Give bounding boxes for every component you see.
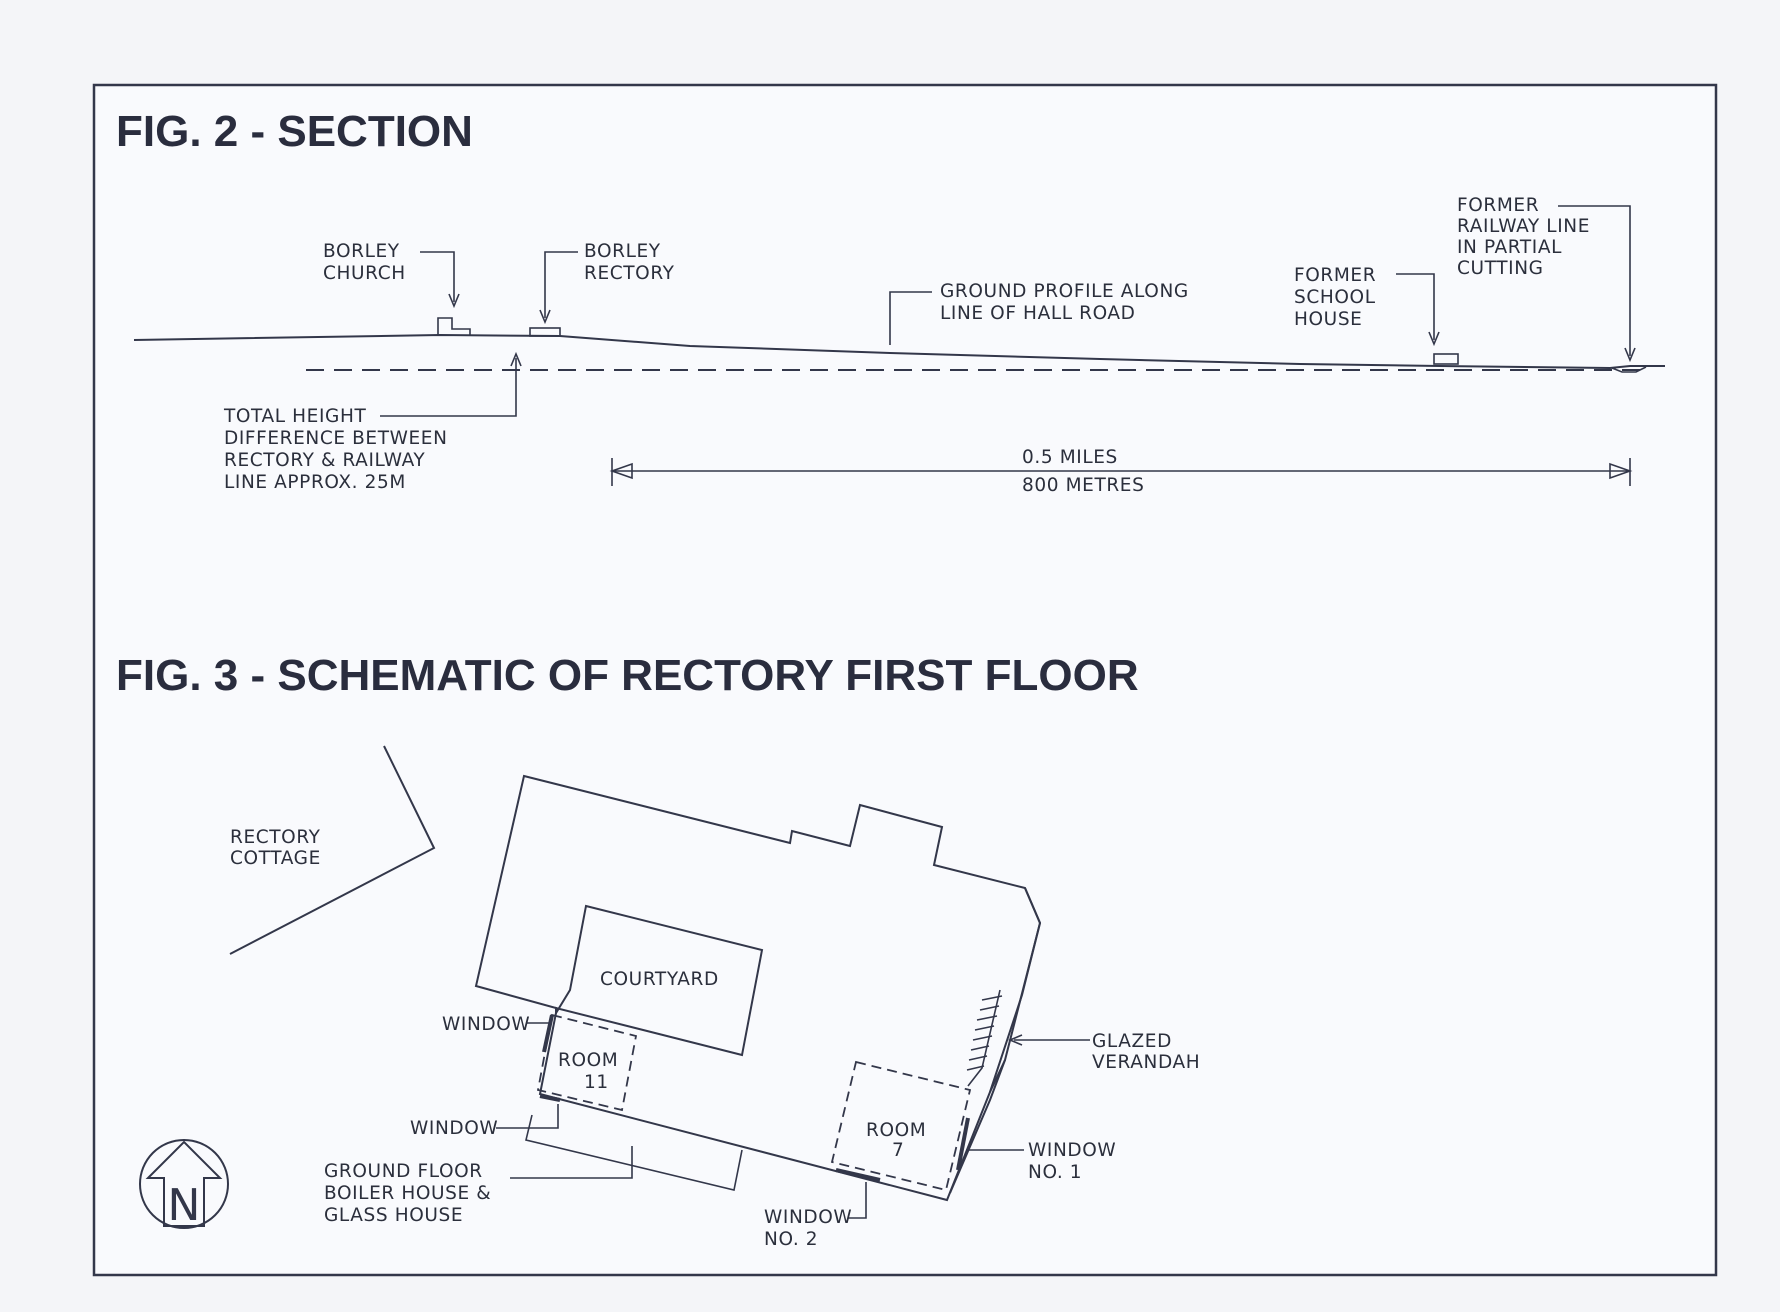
height-label-2: DIFFERENCE BETWEEN [224, 428, 448, 449]
north-arrow-icon: N [139, 1139, 229, 1231]
cottage-label-2: COTTAGE [230, 848, 321, 869]
window-upper-marker [542, 1014, 554, 1053]
room-7-label-2: 7 [892, 1140, 904, 1161]
height-label-4: LINE APPROX. 25M [224, 472, 406, 493]
courtyard-label: COURTYARD [600, 969, 719, 990]
rectory-label-2: RECTORY [584, 263, 675, 284]
schematic-title: FIG. 3 - SCHEMATIC OF RECTORY FIRST FLOO… [116, 651, 1139, 700]
window-upper-label: WINDOW [442, 1014, 530, 1035]
window-lower-marker [539, 1094, 561, 1102]
railway-label-3: IN PARTIAL [1457, 237, 1562, 258]
window-lower-label: WINDOW [410, 1118, 498, 1139]
window-2-label-1: WINDOW [764, 1207, 852, 1228]
verandah-label-2: VERANDAH [1092, 1052, 1200, 1073]
height-label-1: TOTAL HEIGHT [223, 406, 366, 427]
window-1-marker [956, 1117, 970, 1171]
school-label-1: FORMER [1294, 265, 1376, 286]
rectory-leader [544, 251, 578, 318]
boiler-label-1: GROUND FLOOR [324, 1161, 483, 1182]
window-2-label-2: NO. 2 [764, 1229, 818, 1250]
height-label-3: RECTORY & RAILWAY [224, 450, 425, 471]
window-2-marker [835, 1168, 881, 1182]
ground-profile-line [133, 333, 1665, 370]
window-1-label-1: WINDOW [1028, 1140, 1116, 1161]
rectory-cottage-outline [229, 745, 436, 955]
ground-profile-label-2: LINE OF HALL ROAD [940, 303, 1136, 324]
verandah-label-1: GLAZED [1092, 1031, 1172, 1052]
room-11-label-2: 11 [584, 1072, 609, 1093]
room-11-outline [536, 1013, 638, 1112]
church-label-1: BORLEY [323, 241, 400, 262]
distance-miles-label: 0.5 MILES [1022, 447, 1118, 468]
window-1-label-2: NO. 1 [1028, 1162, 1082, 1183]
church-label-2: CHURCH [323, 263, 406, 284]
church-symbol [437, 317, 471, 335]
railway-cutting [1611, 366, 1647, 373]
ground-profile-label-1: GROUND PROFILE ALONG [940, 281, 1189, 302]
height-leader [380, 358, 517, 417]
drawing-border [92, 83, 1718, 1277]
room-7-label-1: ROOM [866, 1120, 926, 1141]
section-title: FIG. 2 - SECTION [116, 107, 473, 156]
cottage-label-1: RECTORY [230, 827, 321, 848]
east-bay [989, 887, 1042, 1093]
rectory-symbol [529, 327, 561, 337]
school-leader [1396, 273, 1435, 340]
distance-metres-label: 800 METRES [1022, 475, 1144, 496]
room-11-label-1: ROOM [558, 1050, 618, 1071]
glazed-verandah-hatch [966, 989, 1003, 1087]
room-7-outline [830, 1060, 972, 1192]
railway-label-4: CUTTING [1457, 258, 1544, 279]
rectory-label-1: BORLEY [584, 241, 661, 262]
railway-label-1: FORMER [1457, 195, 1539, 216]
boiler-label-3: GLASS HOUSE [324, 1205, 463, 1226]
courtyard-outline [555, 904, 764, 1057]
boiler-label-2: BOILER HOUSE & [324, 1183, 491, 1204]
church-leader [420, 251, 455, 302]
north-letter: N [168, 1180, 201, 1231]
school-house-symbol [1433, 353, 1459, 365]
school-label-2: SCHOOL [1294, 287, 1376, 308]
distance-dimension [609, 458, 1633, 486]
school-label-3: HOUSE [1294, 309, 1362, 330]
railway-leader [1558, 205, 1631, 356]
railway-label-2: RAILWAY LINE [1457, 216, 1590, 237]
ground-profile-leader [889, 291, 932, 345]
